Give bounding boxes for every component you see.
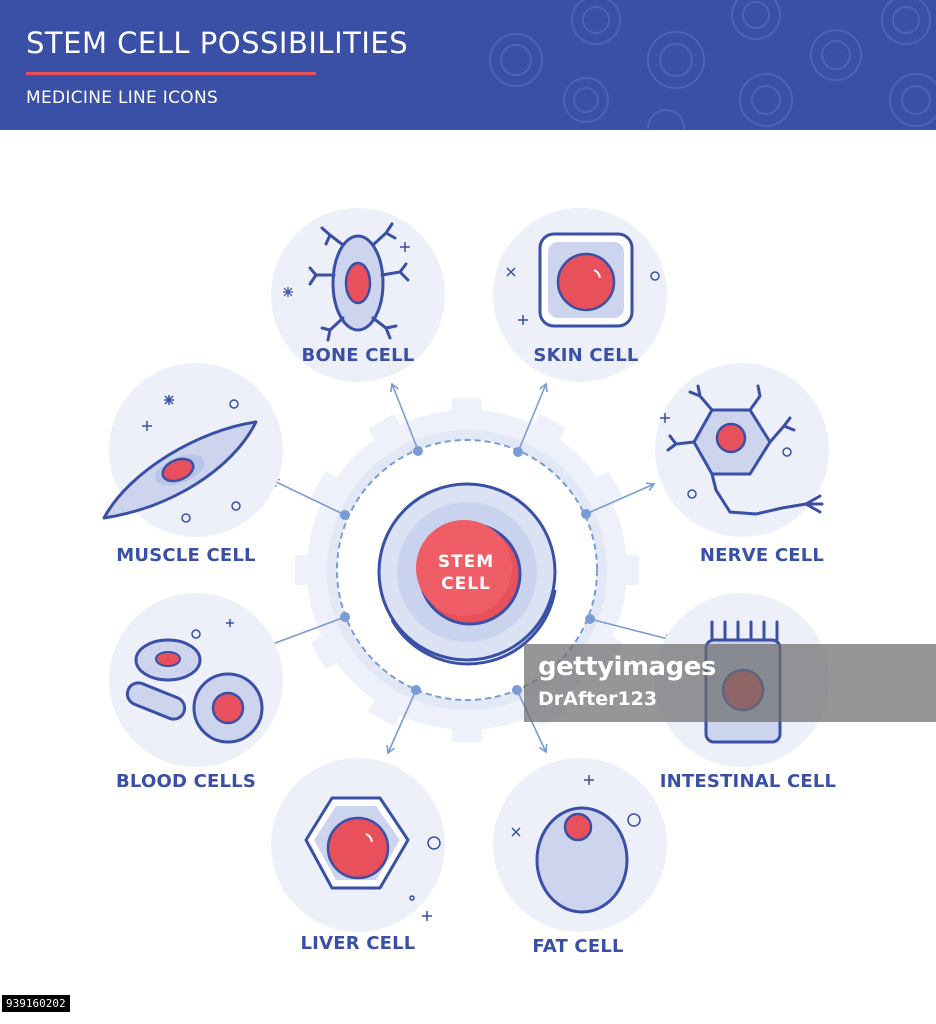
watermark-logo: gettyimages	[538, 652, 716, 682]
label-blood-cells: BLOOD CELLS	[116, 771, 256, 792]
liver-cell-icon	[271, 758, 445, 932]
skin-cell-icon	[493, 208, 667, 382]
label-liver-cell: LIVER CELL	[300, 933, 416, 954]
stem-cell-label: STEM CELL	[406, 551, 526, 595]
header-banner: STEM CELL POSSIBILITIES MEDICINE LINE IC…	[0, 0, 936, 130]
label-nerve-cell: NERVE CELL	[699, 545, 825, 566]
label-skin-cell: SKIN CELL	[533, 345, 639, 366]
label-bone-cell: BONE CELL	[301, 345, 415, 366]
label-intestinal-cell: INTESTINAL CELL	[659, 771, 837, 792]
stem-cell-label-line2: CELL	[441, 574, 491, 594]
bone-cell-icon	[271, 208, 445, 382]
stem-cell-center	[377, 482, 557, 666]
image-id-tag: 939160202	[2, 995, 70, 1012]
page-subtitle: MEDICINE LINE ICONS	[26, 88, 219, 108]
page-title: STEM CELL POSSIBILITIES	[26, 26, 409, 60]
label-muscle-cell: MUSCLE CELL	[116, 545, 256, 566]
getty-watermark: gettyimages DrAfter123	[524, 644, 936, 722]
fat-cell-icon	[493, 758, 667, 932]
label-fat-cell: FAT CELL	[532, 936, 624, 957]
title-underline	[26, 72, 316, 75]
muscle-cell-icon	[102, 363, 283, 537]
stem-cell-label-line1: STEM	[437, 552, 495, 572]
nerve-cell-icon	[655, 363, 829, 537]
blood-cells-icon	[109, 593, 283, 767]
circle-pattern-decoration	[489, 0, 936, 130]
watermark-credit: DrAfter123	[538, 688, 658, 710]
